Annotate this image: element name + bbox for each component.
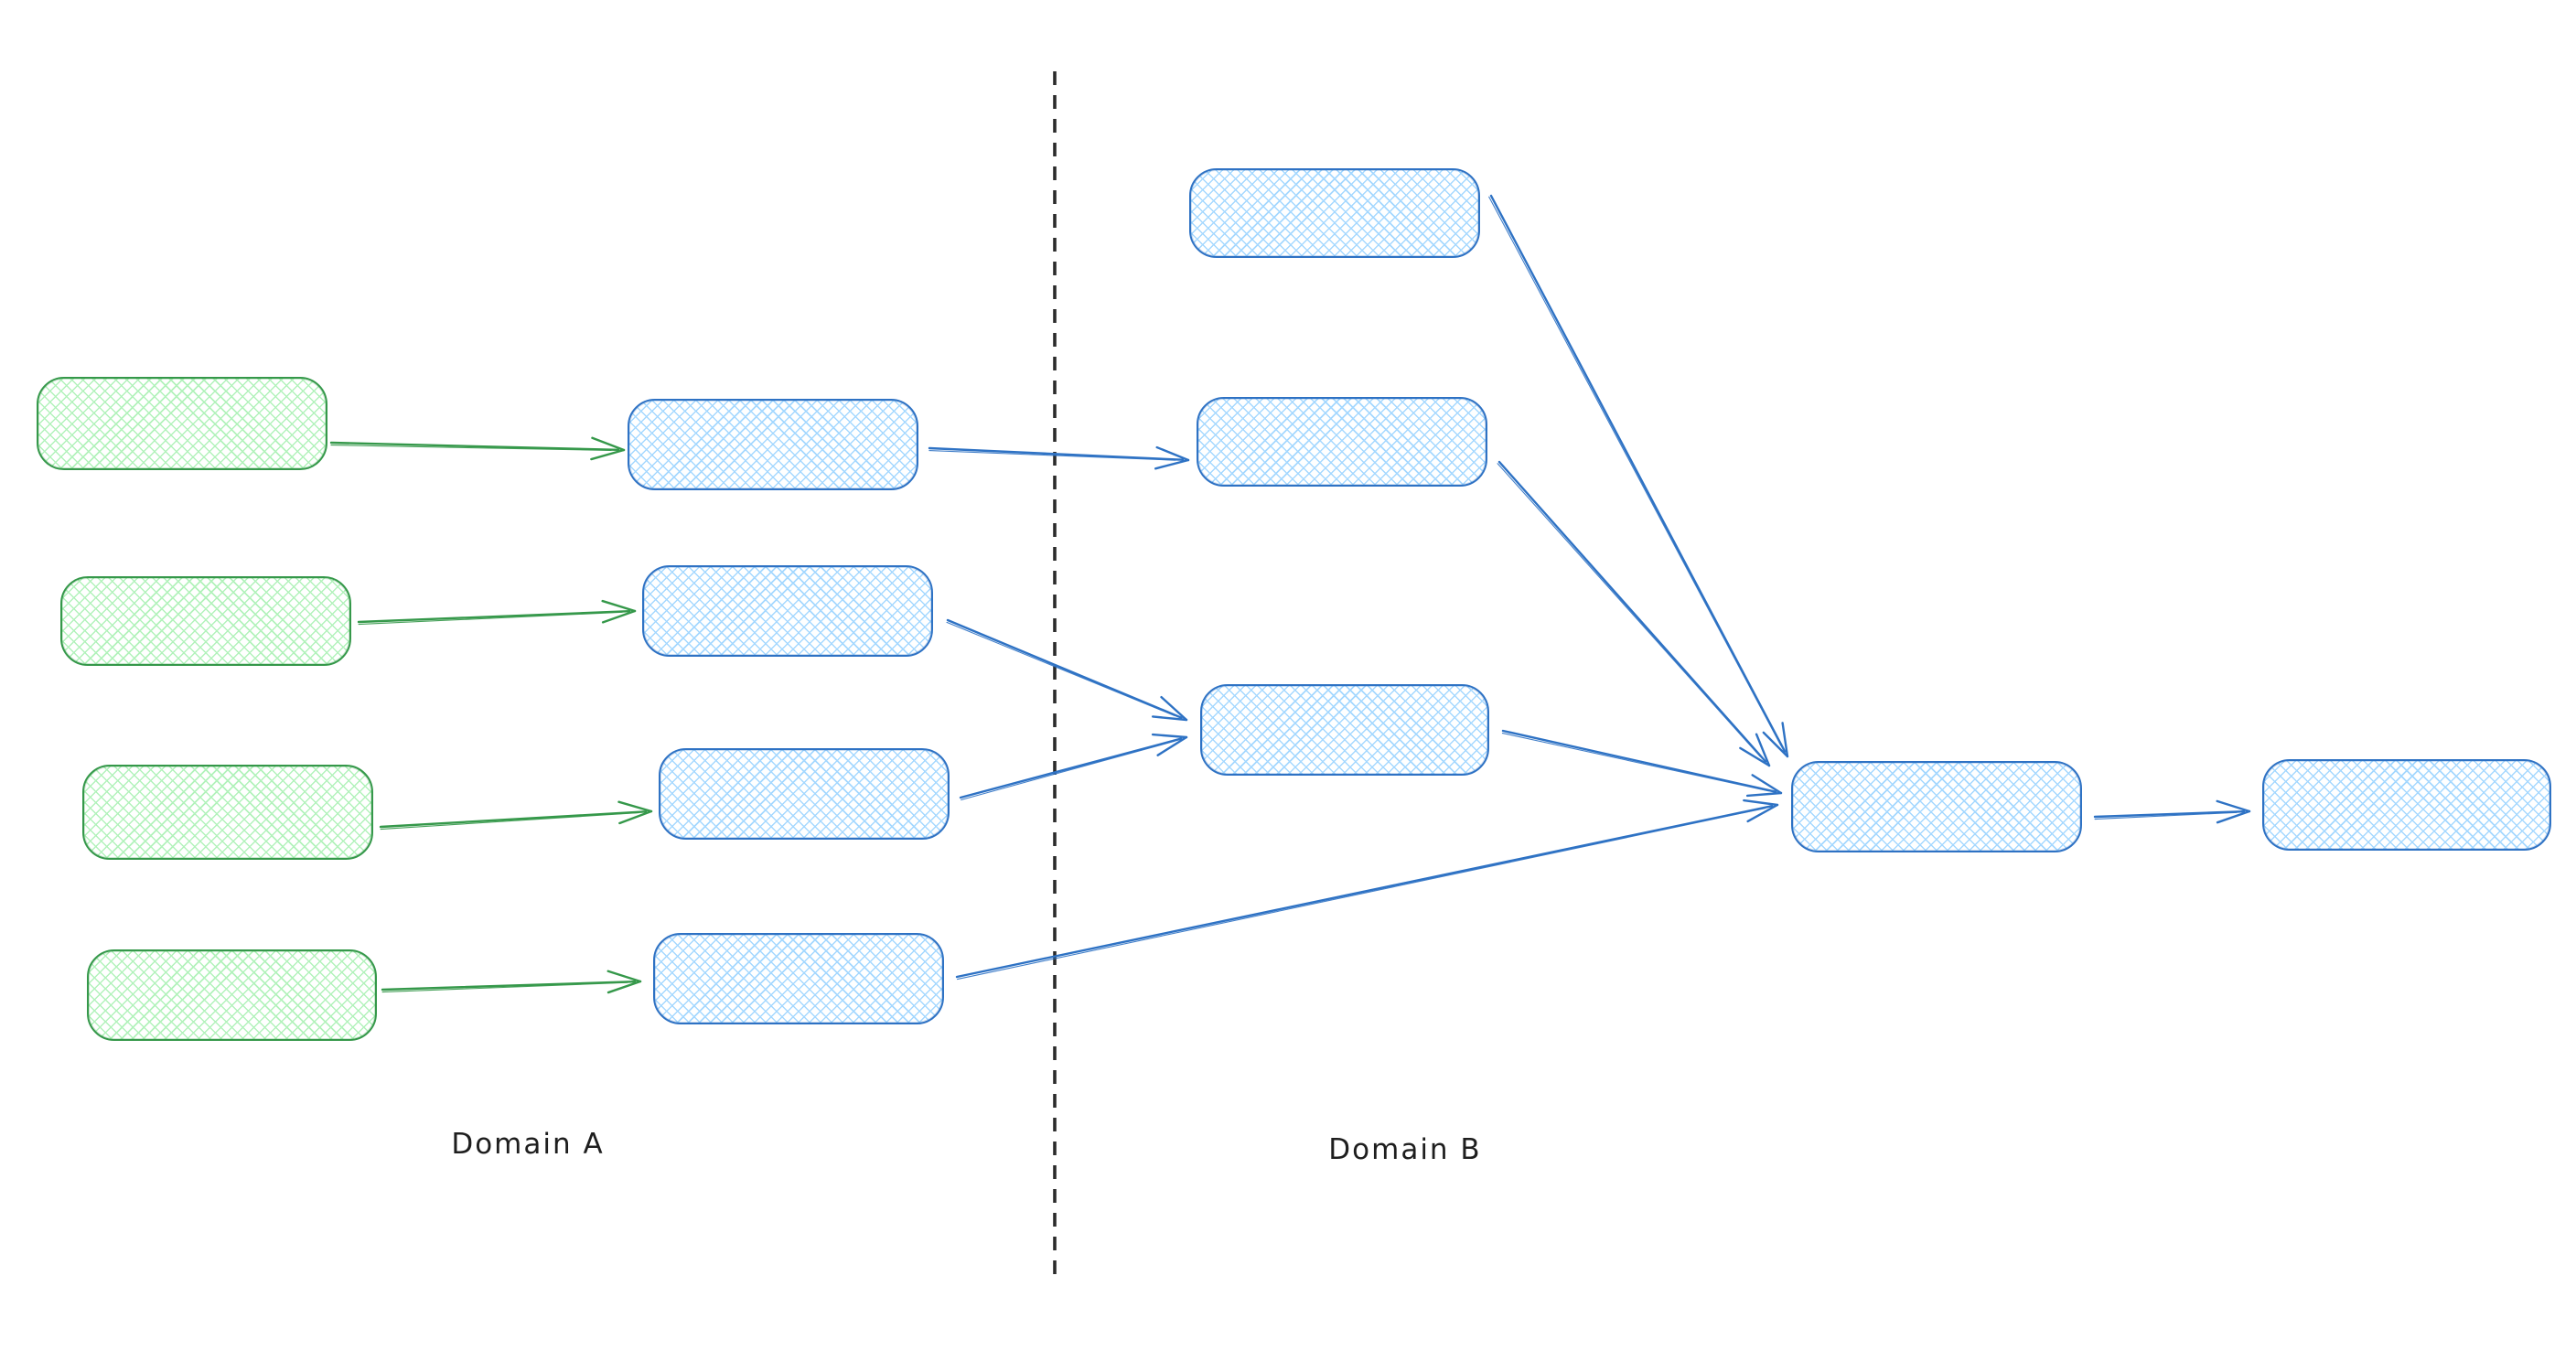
green-box-2 xyxy=(60,576,351,666)
domain-b-blue-box-2 xyxy=(1197,397,1487,487)
arrow-b1-to-converge xyxy=(1488,194,1789,758)
domain-a-label: Domain A xyxy=(451,1128,605,1161)
final-box xyxy=(2262,759,2551,851)
arrow-b2-to-converge xyxy=(1497,460,1771,767)
arrow-green4-to-a4 xyxy=(381,970,642,994)
arrow-green3-to-a3 xyxy=(379,800,653,831)
arrow-green2-to-a2 xyxy=(357,599,637,626)
arrow-a4-to-converge xyxy=(955,799,1779,981)
arrow-converge-to-final xyxy=(2093,799,2251,824)
arrow-a3-to-b3 xyxy=(959,733,1188,801)
arrow-a2-to-b3 xyxy=(946,618,1188,722)
arrow-b3-to-converge xyxy=(1501,729,1783,798)
green-box-1 xyxy=(37,377,327,470)
domain-b-label: Domain B xyxy=(1328,1133,1482,1166)
green-box-3 xyxy=(82,765,373,860)
domain-b-blue-box-1 xyxy=(1189,168,1480,258)
arrow-green1-to-a1 xyxy=(329,436,626,461)
domain-a-blue-box-1 xyxy=(628,399,918,490)
domain-b-blue-box-3 xyxy=(1200,684,1489,776)
green-box-4 xyxy=(87,949,377,1041)
arrow-a1-to-b2 xyxy=(928,445,1190,470)
domain-a-blue-box-3 xyxy=(659,748,950,840)
domain-a-blue-box-2 xyxy=(642,565,933,657)
converge-box xyxy=(1791,761,2082,852)
domain-a-blue-box-4 xyxy=(653,933,944,1024)
